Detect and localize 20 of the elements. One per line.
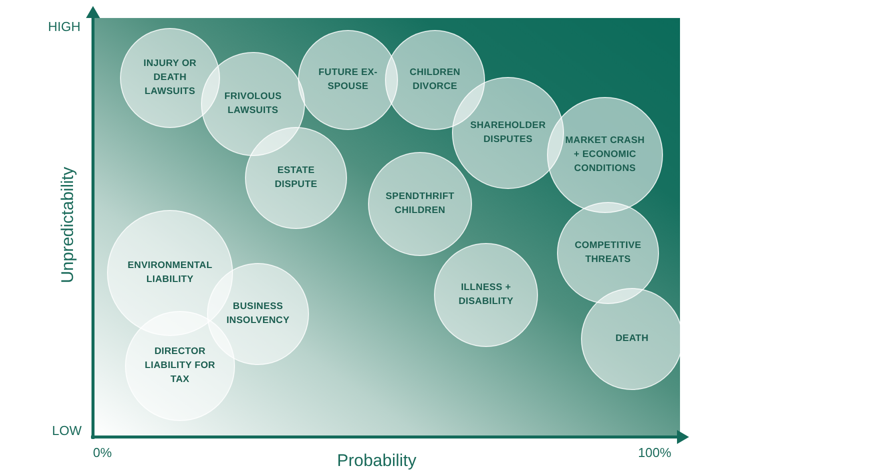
risk-label: ENVIRONMENTAL LIABILITY (126, 259, 214, 287)
risk-label: FUTURE EX-SPOUSE (318, 66, 378, 94)
risk-label: INJURY OR DEATH LAWSUITS (142, 57, 198, 99)
risk-label: SHAREHOLDER DISPUTES (469, 119, 547, 147)
risk-label: DEATH (614, 332, 650, 346)
axis-tick-label: LOW (52, 423, 82, 438)
risk-label: SPENDTHRIFT CHILDREN (384, 190, 456, 218)
risk-label: DIRECTOR LIABILITY FOR TAX (144, 345, 216, 387)
risk-label: ILLNESS + DISABILITY (458, 281, 514, 309)
axis-title: Probability (337, 451, 416, 471)
axis-tick-label: 100% (638, 445, 672, 460)
risk-label: ESTATE DISPUTE (274, 164, 318, 192)
axis-title: Unpredictability (58, 166, 78, 284)
risk-label: FRIVOLOUS LAWSUITS (223, 90, 283, 118)
axis-tick-label: HIGH (48, 19, 80, 34)
risk-label: COMPETITIVE THREATS (574, 239, 642, 267)
risk-label: MARKET CRASH + ECONOMIC CONDITIONS (564, 134, 646, 176)
risk-label: CHILDREN DIVORCE (408, 66, 462, 94)
risk-label: BUSINESS INSOLVENCY (225, 300, 291, 328)
axis-tick-label: 0% (93, 445, 112, 460)
